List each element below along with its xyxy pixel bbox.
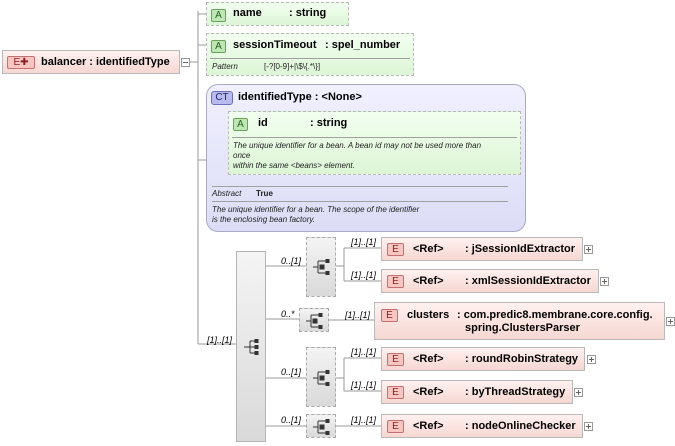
element-occurrence: [1]..[1] bbox=[351, 237, 377, 247]
element-badge: E bbox=[387, 243, 404, 256]
element-badge: E bbox=[387, 420, 404, 433]
expand-toggle-icon[interactable] bbox=[587, 355, 596, 364]
element-badge: E bbox=[381, 309, 398, 322]
attribute-type-label: : string bbox=[289, 7, 327, 19]
documentation-line: The unique identifier for a bean. The sc… bbox=[212, 205, 420, 214]
complex-type-identifiedtype[interactable]: CT identifiedType : <None> A id : string… bbox=[206, 84, 526, 232]
choice-compositor[interactable] bbox=[299, 308, 329, 332]
attribute-badge: A bbox=[211, 40, 226, 53]
choice-occurrence: 0..[1] bbox=[281, 256, 302, 266]
pattern-label: Pattern bbox=[212, 62, 238, 71]
documentation-line: within the same <beans> element. bbox=[233, 161, 355, 170]
separator-line bbox=[212, 186, 508, 187]
element-name-label: spring.ClustersParser bbox=[465, 322, 580, 334]
choice-icon bbox=[313, 370, 330, 386]
element-name-label: : jSessionIdExtractor bbox=[465, 243, 576, 255]
attribute-type-label: : spel_number bbox=[325, 39, 401, 51]
documentation-line: once bbox=[233, 151, 251, 160]
element-badge: E bbox=[387, 275, 404, 288]
element-badge: E bbox=[387, 386, 404, 399]
choice-compositor[interactable] bbox=[306, 237, 336, 297]
choice-icon bbox=[306, 313, 323, 329]
choice-occurrence: 0..* bbox=[281, 309, 295, 319]
choice-occurrence: 0..[1] bbox=[281, 415, 302, 425]
expand-toggle-icon[interactable] bbox=[584, 422, 593, 431]
element-jsessionidextractor[interactable]: E <Ref> : jSessionIdExtractor bbox=[381, 237, 583, 261]
expand-toggle-icon[interactable] bbox=[574, 388, 583, 397]
expand-marker-icon: ✚ bbox=[20, 57, 29, 68]
element-name-label: : nodeOnlineChecker bbox=[465, 420, 576, 432]
attribute-sessiontimeout[interactable]: A sessionTimeout : spel_number Pattern [… bbox=[206, 33, 414, 76]
element-occurrence: [1]..[1] bbox=[351, 380, 377, 390]
root-element-label: balancer : identifiedType bbox=[41, 56, 170, 68]
root-element-balancer[interactable]: E✚ balancer : identifiedType bbox=[2, 50, 180, 74]
documentation-line: is the enclosing bean factory. bbox=[212, 215, 316, 224]
separator-line bbox=[210, 58, 410, 59]
attribute-name[interactable]: A name : string bbox=[206, 2, 349, 26]
element-occurrence: [1]..[1] bbox=[351, 347, 377, 357]
element-badge: E bbox=[387, 353, 404, 366]
element-name-label: : xmlSessionIdExtractor bbox=[465, 275, 591, 287]
element-ref-label: <Ref> bbox=[413, 243, 444, 255]
element-ref-label: <Ref> bbox=[413, 353, 444, 365]
complex-type-label: identifiedType : <None> bbox=[238, 91, 362, 103]
element-ref-label: <Ref> bbox=[413, 420, 444, 432]
element-occurrence: [1]..[1] bbox=[351, 415, 377, 425]
element-ref-label: clusters bbox=[407, 309, 450, 321]
choice-icon bbox=[313, 259, 330, 275]
collapse-toggle-icon[interactable] bbox=[181, 58, 190, 67]
element-name-label: : byThreadStrategy bbox=[465, 386, 566, 398]
sequence-occurrence: [1]..[1] bbox=[207, 335, 233, 345]
abstract-label: Abstract bbox=[212, 189, 242, 198]
complex-type-badge: CT bbox=[211, 91, 233, 105]
expand-toggle-icon[interactable] bbox=[600, 277, 609, 286]
element-occurrence: [1]..[1] bbox=[345, 310, 371, 320]
choice-icon bbox=[313, 419, 330, 435]
separator-line bbox=[212, 201, 508, 202]
element-bythreadstrategy[interactable]: E <Ref> : byThreadStrategy bbox=[381, 380, 573, 404]
expand-toggle-icon[interactable] bbox=[666, 317, 675, 326]
element-name-label: : roundRobinStrategy bbox=[465, 353, 579, 365]
pattern-value: [-?[0-9]+|\$\{.*\}] bbox=[264, 62, 321, 71]
separator-line bbox=[232, 137, 517, 138]
sequence-compositor[interactable] bbox=[236, 251, 266, 442]
choice-compositor[interactable] bbox=[306, 414, 336, 438]
element-roundrobinstrategy[interactable]: E <Ref> : roundRobinStrategy bbox=[381, 347, 585, 371]
abstract-value: True bbox=[256, 189, 273, 198]
attribute-id[interactable]: A id : string The unique identifier for … bbox=[228, 111, 521, 175]
choice-compositor[interactable] bbox=[306, 347, 336, 407]
element-nodeonlinechecker[interactable]: E <Ref> : nodeOnlineChecker bbox=[381, 414, 583, 438]
attribute-name-label: id bbox=[258, 117, 268, 129]
sequence-icon bbox=[244, 339, 259, 355]
documentation-line: The unique identifier for a bean. A bean… bbox=[233, 141, 482, 150]
element-occurrence: [1]..[1] bbox=[351, 270, 377, 280]
element-ref-label: <Ref> bbox=[413, 275, 444, 287]
attribute-badge: A bbox=[211, 9, 226, 22]
element-xmlsessionidextractor[interactable]: E <Ref> : xmlSessionIdExtractor bbox=[381, 269, 599, 293]
element-badge: E✚ bbox=[7, 56, 35, 69]
attribute-name-label: name bbox=[233, 7, 262, 19]
attribute-type-label: : string bbox=[310, 117, 348, 129]
element-clusters[interactable]: E clusters : com.predic8.membrane.core.c… bbox=[374, 302, 665, 340]
element-name-label: : com.predic8.membrane.core.config. bbox=[457, 309, 653, 321]
expand-toggle-icon[interactable] bbox=[584, 245, 593, 254]
choice-occurrence: 0..[1] bbox=[281, 367, 302, 377]
element-ref-label: <Ref> bbox=[413, 386, 444, 398]
attribute-name-label: sessionTimeout bbox=[233, 39, 317, 51]
attribute-badge: A bbox=[233, 118, 248, 131]
